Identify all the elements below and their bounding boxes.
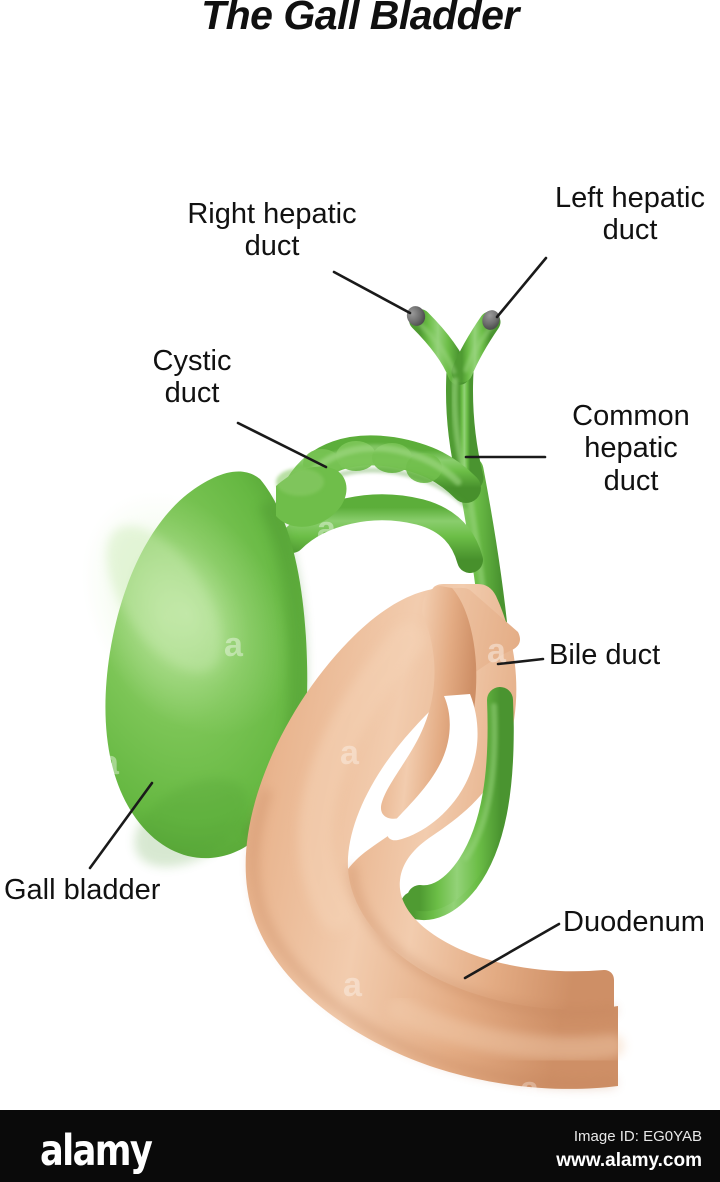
label-common-hepatic-duct: Common hepatic duct bbox=[572, 400, 690, 497]
alamy-footer-bar: alamy Image ID: EG0YAB www.alamy.com bbox=[0, 1110, 720, 1182]
left-hepatic-duct-endpoint-dot bbox=[482, 310, 500, 330]
label-right-hepatic-duct: Right hepatic duct bbox=[187, 198, 357, 263]
anatomy-illustration: a a a a a a a a bbox=[81, 256, 624, 1089]
label-bile-duct: Bile duct bbox=[549, 639, 661, 671]
footer-image-id: Image ID: EG0YAB bbox=[573, 1128, 702, 1145]
label-duodenum: Duodenum bbox=[563, 906, 705, 938]
label-cystic-duct: Cystic duct bbox=[152, 345, 232, 410]
leader-line-duodenum bbox=[463, 922, 561, 980]
leader-line-cystic-duct bbox=[236, 421, 328, 469]
gall-bladder-neck-shape bbox=[276, 466, 347, 527]
page-title: The Gall Bladder bbox=[201, 0, 519, 38]
leader-line-left-hepatic-duct bbox=[495, 256, 548, 319]
footer-url[interactable]: www.alamy.com bbox=[556, 1150, 702, 1171]
bile-duct-distal-shape bbox=[407, 687, 514, 912]
label-gall-bladder: Gall bladder bbox=[4, 874, 161, 906]
duodenum-shape bbox=[245, 584, 624, 1089]
alamy-logo: alamy bbox=[40, 1126, 153, 1176]
leader-line-bile-duct bbox=[496, 657, 545, 666]
leader-line-gall-bladder bbox=[88, 781, 154, 870]
label-left-hepatic-duct: Left hepatic duct bbox=[555, 182, 705, 247]
leader-line-right-hepatic-duct bbox=[332, 270, 412, 315]
right-hepatic-duct-endpoint-dot bbox=[406, 306, 426, 326]
